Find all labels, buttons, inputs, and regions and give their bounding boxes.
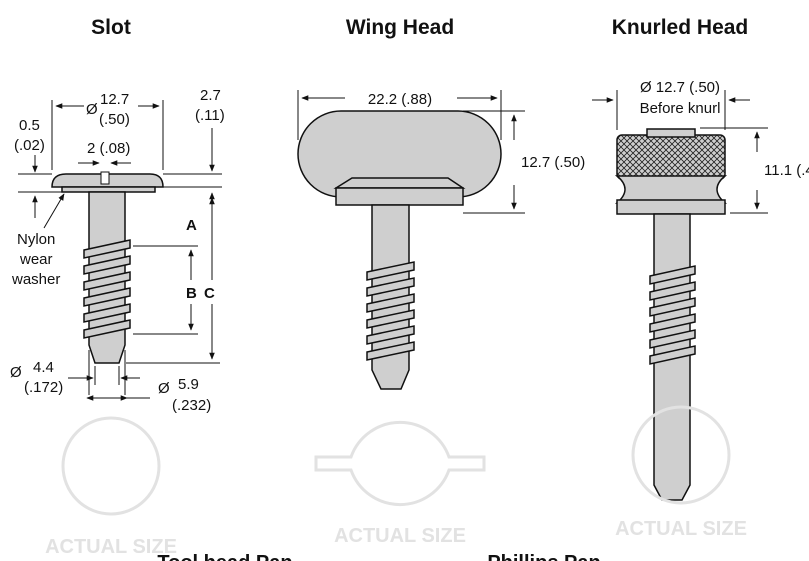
wing-height: 12.7 (.50)	[521, 154, 585, 171]
actual-size-wing: ACTUAL SIZE	[334, 525, 466, 547]
slot-h-mm: 2.7	[200, 87, 221, 104]
wing-flange	[335, 187, 464, 206]
knurl-note: Before knurl	[640, 100, 721, 117]
actual-size-knurl-circle	[631, 405, 731, 505]
actual-size-knurl: ACTUAL SIZE	[615, 518, 747, 540]
wing-width: 22.2 (.88)	[368, 91, 432, 108]
slot-screw	[51, 171, 164, 364]
actual-size-slot: ACTUAL SIZE	[45, 536, 177, 558]
slot-thick-mm: 0.5	[19, 117, 40, 134]
wing-threads	[366, 261, 415, 361]
slot-dia-mm: 12.7	[100, 91, 129, 108]
slot-dim-C: C	[204, 285, 215, 302]
slot-d2-symbol: Ø	[158, 380, 170, 397]
title-slot: Slot	[91, 16, 131, 39]
slot-washer-label-2: wear	[19, 251, 53, 268]
actual-size-wing-outline	[314, 420, 486, 507]
wing-collar	[333, 177, 466, 189]
slot-h-in: (.11)	[195, 107, 225, 124]
slot-dim-B: B	[186, 285, 197, 302]
slot-thick-in: (.02)	[14, 137, 45, 154]
actual-size-slot-circle	[61, 416, 161, 516]
slot-dia-symbol: Ø	[86, 101, 98, 118]
slot-dim-A: A	[186, 217, 197, 234]
slot-dia-in: (.50)	[99, 111, 130, 128]
knurled-flange	[616, 199, 726, 215]
slot-washer-label-1: Nylon	[17, 231, 55, 248]
slot-washer-label-3: washer	[11, 271, 60, 288]
slot-threads	[83, 239, 131, 339]
wing-shank	[371, 204, 410, 390]
knurl-height: 11.1 (.44)	[764, 162, 809, 179]
knurled-threads	[649, 265, 696, 365]
slot-width: 2 (.08)	[87, 140, 130, 157]
wing-screw	[297, 110, 502, 390]
title-wing-head: Wing Head	[346, 16, 454, 39]
slot-d2-in: (.232)	[172, 397, 211, 414]
slot-d1-mm: 4.4	[33, 359, 54, 376]
title-knurled-head: Knurled Head	[612, 16, 749, 39]
knurled-slot-cap	[646, 128, 696, 138]
knurled-head	[616, 134, 726, 180]
knurl-diameter: Ø 12.7 (.50)	[640, 79, 720, 96]
knurled-screw	[614, 128, 728, 501]
slot-d1-symbol: Ø	[10, 364, 22, 381]
slot-d2-mm: 5.9	[178, 376, 199, 393]
slot-recess	[100, 171, 110, 185]
footer-title-right: Phillips Pan	[487, 552, 600, 561]
slot-d1-in: (.172)	[24, 379, 63, 396]
knurled-neck	[614, 175, 728, 204]
footer-title-left: Tool head Pan	[157, 552, 292, 561]
